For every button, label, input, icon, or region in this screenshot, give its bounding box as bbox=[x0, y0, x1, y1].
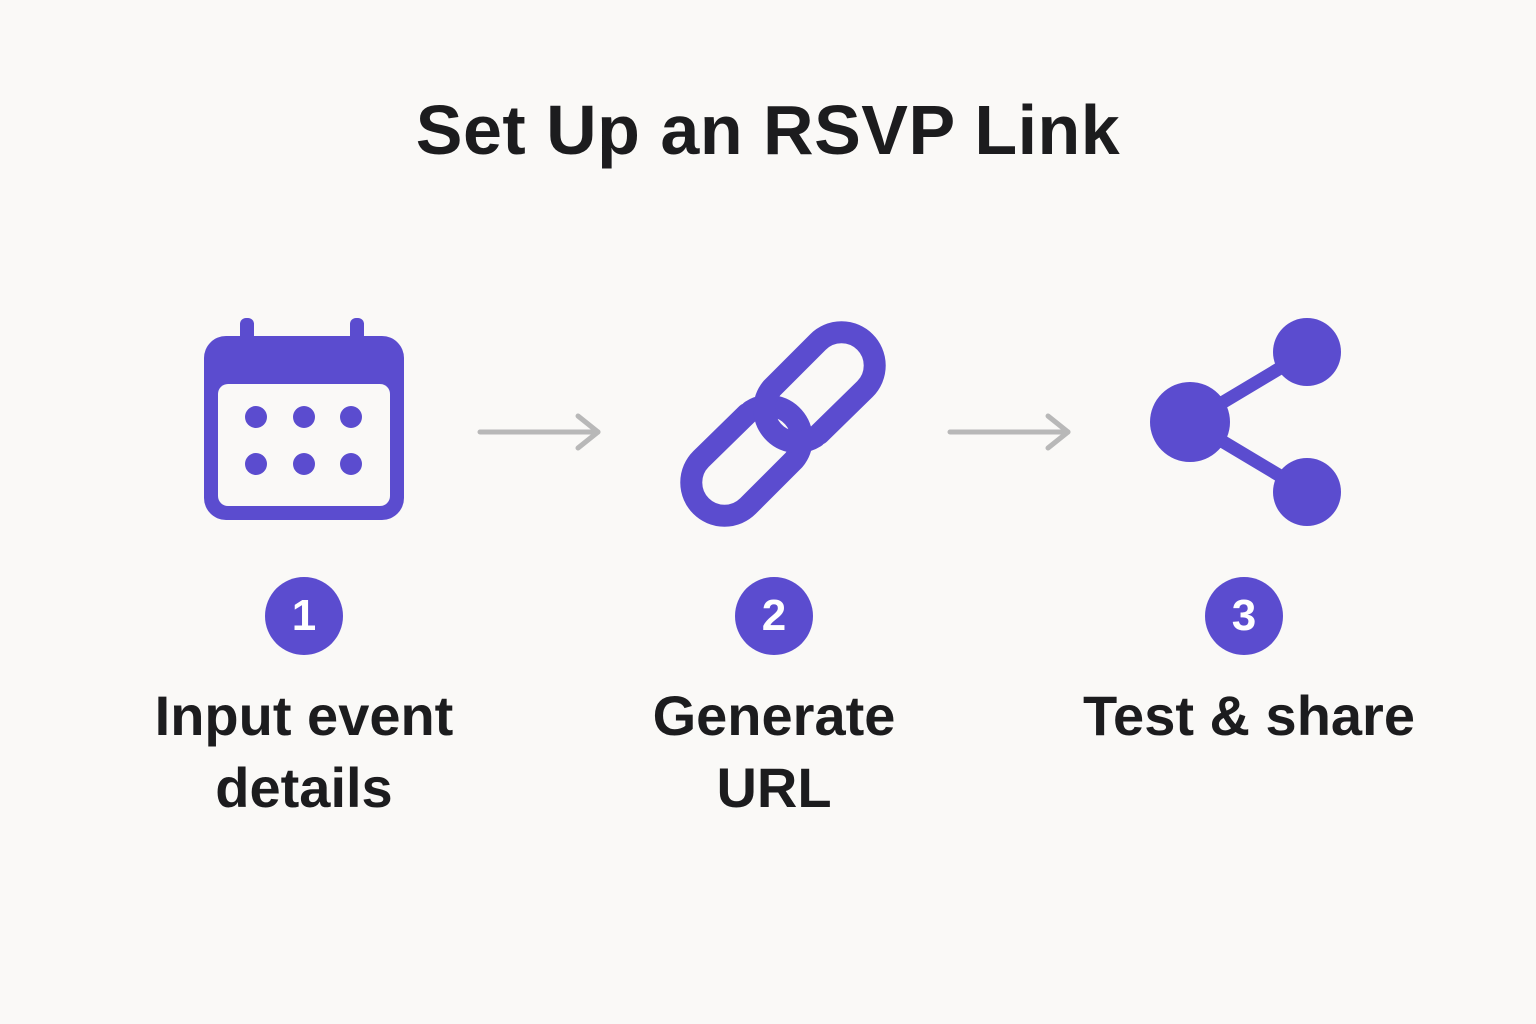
calendar-icon bbox=[204, 318, 404, 520]
calendar-dot bbox=[340, 406, 362, 428]
share-icon bbox=[1150, 318, 1341, 526]
calendar-page bbox=[218, 384, 390, 506]
calendar-dot bbox=[340, 453, 362, 475]
arrow-right-icon bbox=[947, 413, 1071, 451]
step-label: Generate URL bbox=[652, 684, 896, 819]
share-node-bottom bbox=[1273, 458, 1341, 526]
step-number-badge: 1 bbox=[265, 577, 343, 655]
step-number-badge: 3 bbox=[1205, 577, 1283, 655]
calendar-dot bbox=[293, 453, 315, 475]
share-node-top bbox=[1273, 318, 1341, 386]
step-number-badge: 2 bbox=[735, 577, 813, 655]
calendar-dot bbox=[245, 406, 267, 428]
diagram-title: Set Up an RSVP Link bbox=[415, 91, 1121, 169]
link-icon bbox=[680, 321, 886, 527]
calendar-dot bbox=[293, 406, 315, 428]
step-label: Input event details bbox=[154, 684, 454, 819]
share-node-left bbox=[1150, 382, 1230, 462]
calendar-dot bbox=[245, 453, 267, 475]
step-label: Test & share bbox=[1083, 684, 1415, 747]
arrow-right-icon bbox=[477, 413, 601, 451]
